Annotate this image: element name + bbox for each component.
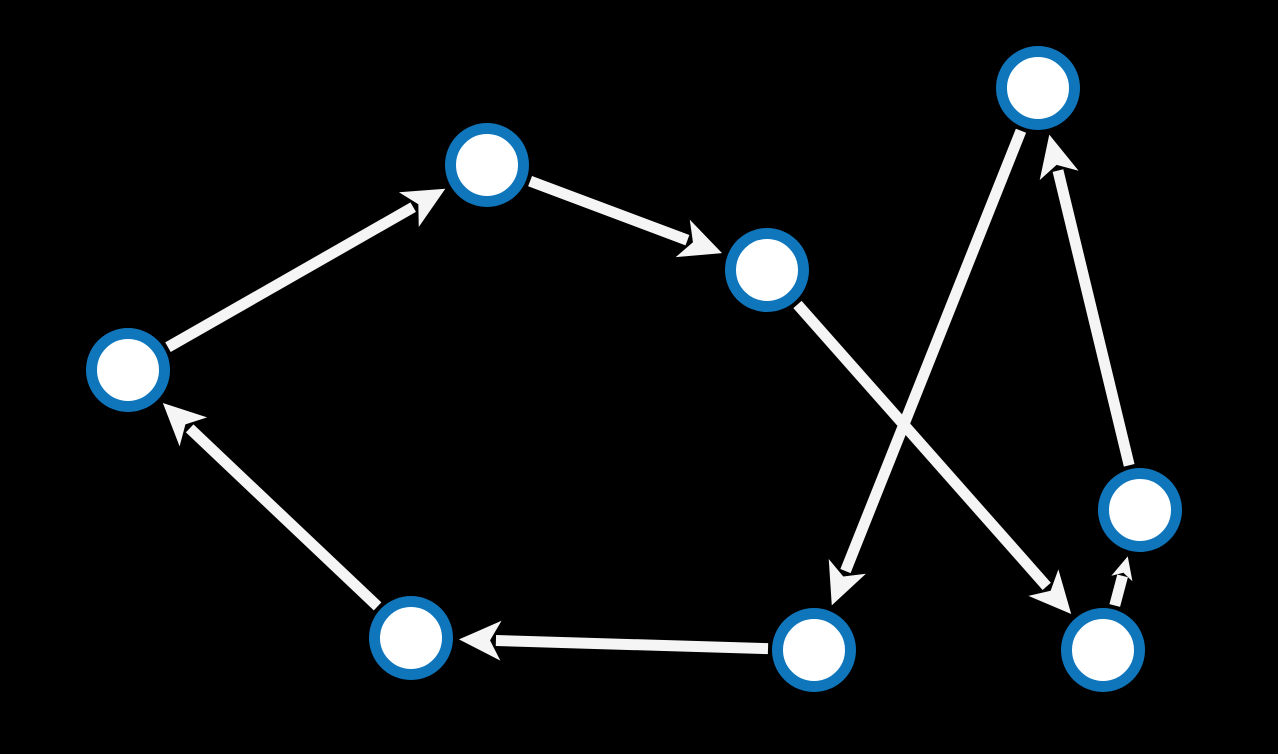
edges-layer: [162, 128, 1135, 661]
edge-line: [185, 424, 382, 611]
graph-node[interactable]: [1098, 468, 1182, 552]
edge-line: [1109, 574, 1128, 607]
graph-edge[interactable]: [165, 188, 446, 352]
edge-line: [495, 635, 769, 655]
graph-edge[interactable]: [1109, 556, 1133, 607]
edge-line: [1052, 169, 1135, 467]
graph-node[interactable]: [369, 596, 453, 680]
edge-arrowhead: [1111, 556, 1133, 582]
edge-arrowhead: [675, 219, 723, 258]
node-circle: [86, 328, 170, 412]
node-circle: [369, 596, 453, 680]
node-circle: [445, 123, 529, 207]
edge-line: [528, 176, 690, 246]
edge-arrowhead: [1039, 134, 1079, 181]
edge-line: [793, 300, 1051, 590]
graph-node[interactable]: [86, 328, 170, 412]
graph-node[interactable]: [445, 123, 529, 207]
node-circle: [772, 608, 856, 692]
graph-node[interactable]: [725, 228, 809, 312]
edge-line: [165, 202, 416, 352]
graph-edge[interactable]: [1039, 134, 1135, 467]
graph-edge[interactable]: [458, 620, 769, 661]
nodes-layer: [86, 46, 1182, 692]
edge-arrowhead: [828, 558, 866, 606]
graph-edge[interactable]: [793, 300, 1072, 615]
node-circle: [725, 228, 809, 312]
graph-node[interactable]: [1061, 608, 1145, 692]
edge-arrowhead: [162, 403, 208, 447]
graph-node[interactable]: [772, 608, 856, 692]
edge-arrowhead: [458, 620, 502, 661]
graph-edge[interactable]: [528, 176, 723, 258]
edge-arrowhead: [1028, 569, 1072, 615]
edge-arrowhead: [398, 188, 446, 227]
node-circle: [1098, 468, 1182, 552]
graph-node[interactable]: [996, 46, 1080, 130]
node-circle: [1061, 608, 1145, 692]
edge-line: [840, 128, 1027, 574]
node-circle: [996, 46, 1080, 130]
graph-edge[interactable]: [162, 403, 382, 611]
graph-edge[interactable]: [828, 128, 1027, 606]
